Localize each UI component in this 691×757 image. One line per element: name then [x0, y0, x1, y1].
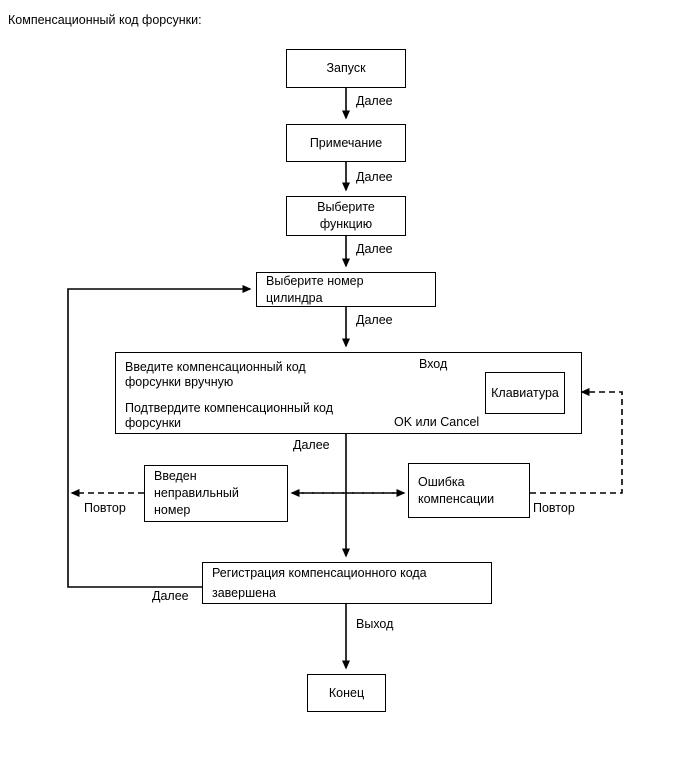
node-select-cylinder[interactable]: Выберите номер цилиндра — [256, 272, 436, 307]
node-compensation-error-label-line2: компенсации — [418, 491, 495, 506]
node-start-label: Запуск — [326, 61, 366, 75]
edge-label-function-to-cylinder: Далее — [356, 242, 393, 256]
node-wrong-number[interactable]: Введен неправильный номер — [144, 465, 288, 522]
node-select-cylinder-label-line2: цилиндра — [266, 290, 323, 305]
edge-label-entry-to-registered: Далее — [293, 438, 330, 452]
page-title: Компенсационный код форсунки: — [8, 13, 202, 27]
node-wrong-number-label-line3: номер — [154, 503, 191, 517]
node-note-label: Примечание — [309, 135, 383, 150]
node-wrong-number-label-line1: Введен — [154, 469, 197, 483]
node-select-function-label-line2: функцию — [319, 217, 373, 231]
node-select-function-label-line1: Выберите — [317, 200, 375, 214]
edge-label-cylinder-to-entry: Далее — [356, 313, 393, 327]
node-registration-complete-label-line1: Регистрация компенсационного кода — [212, 566, 427, 580]
edge-label-registered-to-end: Выход — [356, 617, 394, 631]
node-keyboard-label: Клавиатура — [491, 385, 559, 400]
edge-label-start-to-note: Далее — [356, 94, 393, 108]
edge-comperr-retry-to-entry — [530, 388, 623, 494]
node-select-cylinder-label-line1: Выберите номер — [266, 273, 364, 288]
node-end[interactable]: Конец — [307, 674, 386, 712]
edge-registered-loopback-to-cylinder — [67, 285, 252, 588]
node-end-label: Конец — [328, 685, 365, 700]
node-note[interactable]: Примечание — [286, 124, 406, 162]
entry-para2-line1: Подтвердите компенсационный код — [125, 401, 333, 415]
edge-label-note-to-function: Далее — [356, 170, 393, 184]
node-start[interactable]: Запуск — [286, 49, 406, 88]
edge-label-keyboard-in: Вход — [419, 357, 448, 371]
node-select-function[interactable]: Выберите функцию — [286, 196, 406, 236]
node-compensation-error[interactable]: Ошибка компенсации — [408, 463, 530, 518]
node-registration-complete-label-line2: завершена — [212, 586, 276, 600]
entry-para1-line2: форсунки вручную — [125, 375, 234, 389]
node-registration-complete[interactable]: Регистрация компенсационного кода заверш… — [202, 562, 492, 604]
edge-label-keyboard-out: OK или Cancel — [394, 415, 480, 429]
edge-label-wrongnum-retry: Повтор — [84, 501, 126, 515]
node-compensation-error-label-line1: Ошибка — [418, 474, 465, 489]
node-keyboard[interactable]: Клавиатура — [485, 372, 565, 414]
entry-para2-line2: форсунки — [125, 416, 182, 430]
node-wrong-number-label-line2: неправильный — [154, 486, 239, 500]
entry-para1-line1: Введите компенсационный код — [125, 360, 306, 374]
edge-label-registered-loopback: Далее — [152, 589, 189, 603]
edge-label-comperr-retry: Повтор — [533, 501, 575, 515]
